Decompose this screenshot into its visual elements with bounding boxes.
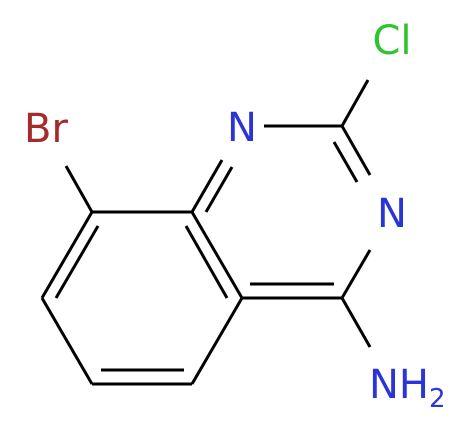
bond-c8a-n1-inner xyxy=(204,166,234,213)
bond-c2-n3-inner xyxy=(332,141,359,183)
bond-c8-br xyxy=(64,165,94,213)
bond-c8a-n1 xyxy=(190,159,224,213)
bond-lines xyxy=(40,79,372,386)
bond-c2-n3 xyxy=(340,125,372,176)
atom-label-n3: N xyxy=(377,191,407,237)
bond-c8-c7 xyxy=(40,211,94,299)
atom-label-nh2-subscript: 2 xyxy=(429,384,446,414)
bond-c8-c7-inner xyxy=(54,225,100,299)
bond-c7-c6 xyxy=(40,297,94,385)
atom-label-n1: N xyxy=(227,105,257,151)
bond-c4a-c8a xyxy=(190,211,244,299)
atom-label-br: Br xyxy=(24,106,68,152)
atom-label-nh2-main: NH xyxy=(369,362,429,408)
bond-c2-cl xyxy=(340,79,370,127)
bond-c4a-c8a-inner xyxy=(184,225,229,299)
atom-label-cl: Cl xyxy=(372,18,411,64)
bond-c5-c4a xyxy=(190,297,244,385)
bond-c4-nh2 xyxy=(340,297,372,348)
atom-label-nh2: NH2 xyxy=(369,362,446,414)
bond-n3-c4 xyxy=(340,249,372,299)
